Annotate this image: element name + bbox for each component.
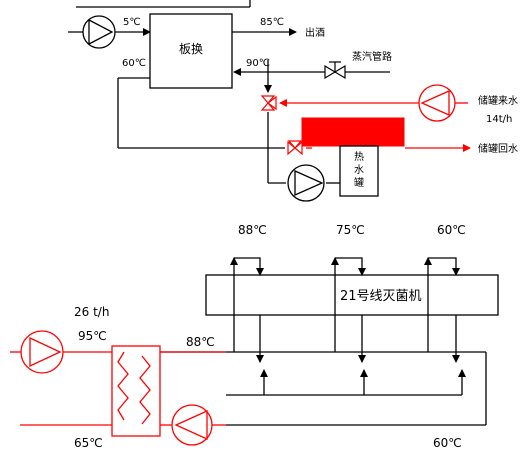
heat-exchanger-box xyxy=(149,13,233,89)
temp-outlet: 85℃ xyxy=(260,17,284,28)
lower-black-lines xyxy=(160,257,487,426)
lower-red-lines xyxy=(10,351,226,426)
temp-supply-95: 95℃ xyxy=(78,329,107,343)
sterilizer-label: 21号线灭菌机 xyxy=(340,289,422,304)
steam-line-label: 蒸汽管路 xyxy=(352,50,392,63)
three-way-valve-upper xyxy=(260,95,277,111)
three-way-valve-lower xyxy=(287,140,303,156)
pump-tank-supply xyxy=(418,84,456,122)
hot-water-tank-top xyxy=(301,117,405,147)
temp-top-1: 88℃ xyxy=(238,223,267,237)
tank-supply-lines xyxy=(279,99,471,152)
pump-tank xyxy=(287,164,325,202)
sterilizer-box xyxy=(205,274,499,316)
temp-steam-90: 90℃ xyxy=(246,58,270,69)
steam-valve xyxy=(324,61,346,80)
lower-flow: 26 t/h xyxy=(74,305,109,319)
tank-supply-flow: 14t/h xyxy=(486,114,512,125)
temp-header-88: 88℃ xyxy=(186,335,215,349)
lower-heat-exchanger xyxy=(111,345,161,437)
tank-supply-label: 储罐来水 xyxy=(478,94,518,107)
temp-top-2: 75℃ xyxy=(336,223,365,237)
pump-inlet xyxy=(82,15,116,49)
temp-return-60-lower: 60℃ xyxy=(433,436,462,450)
heat-exchanger-label: 板换 xyxy=(179,42,203,56)
hot-water-tank-body xyxy=(339,145,379,197)
temp-inlet: 5℃ xyxy=(123,17,141,28)
outlet-label: 出酒 xyxy=(305,26,325,39)
pump-supply-lower xyxy=(20,330,64,374)
temp-cold-65: 65℃ xyxy=(74,436,103,450)
hot-water-tank-label: 热水罐 xyxy=(354,150,364,189)
tank-return-label: 储罐回水 xyxy=(478,142,518,155)
temp-return-60: 60℃ xyxy=(122,58,146,69)
pump-return-lower xyxy=(171,404,213,446)
temp-top-3: 60℃ xyxy=(437,223,466,237)
